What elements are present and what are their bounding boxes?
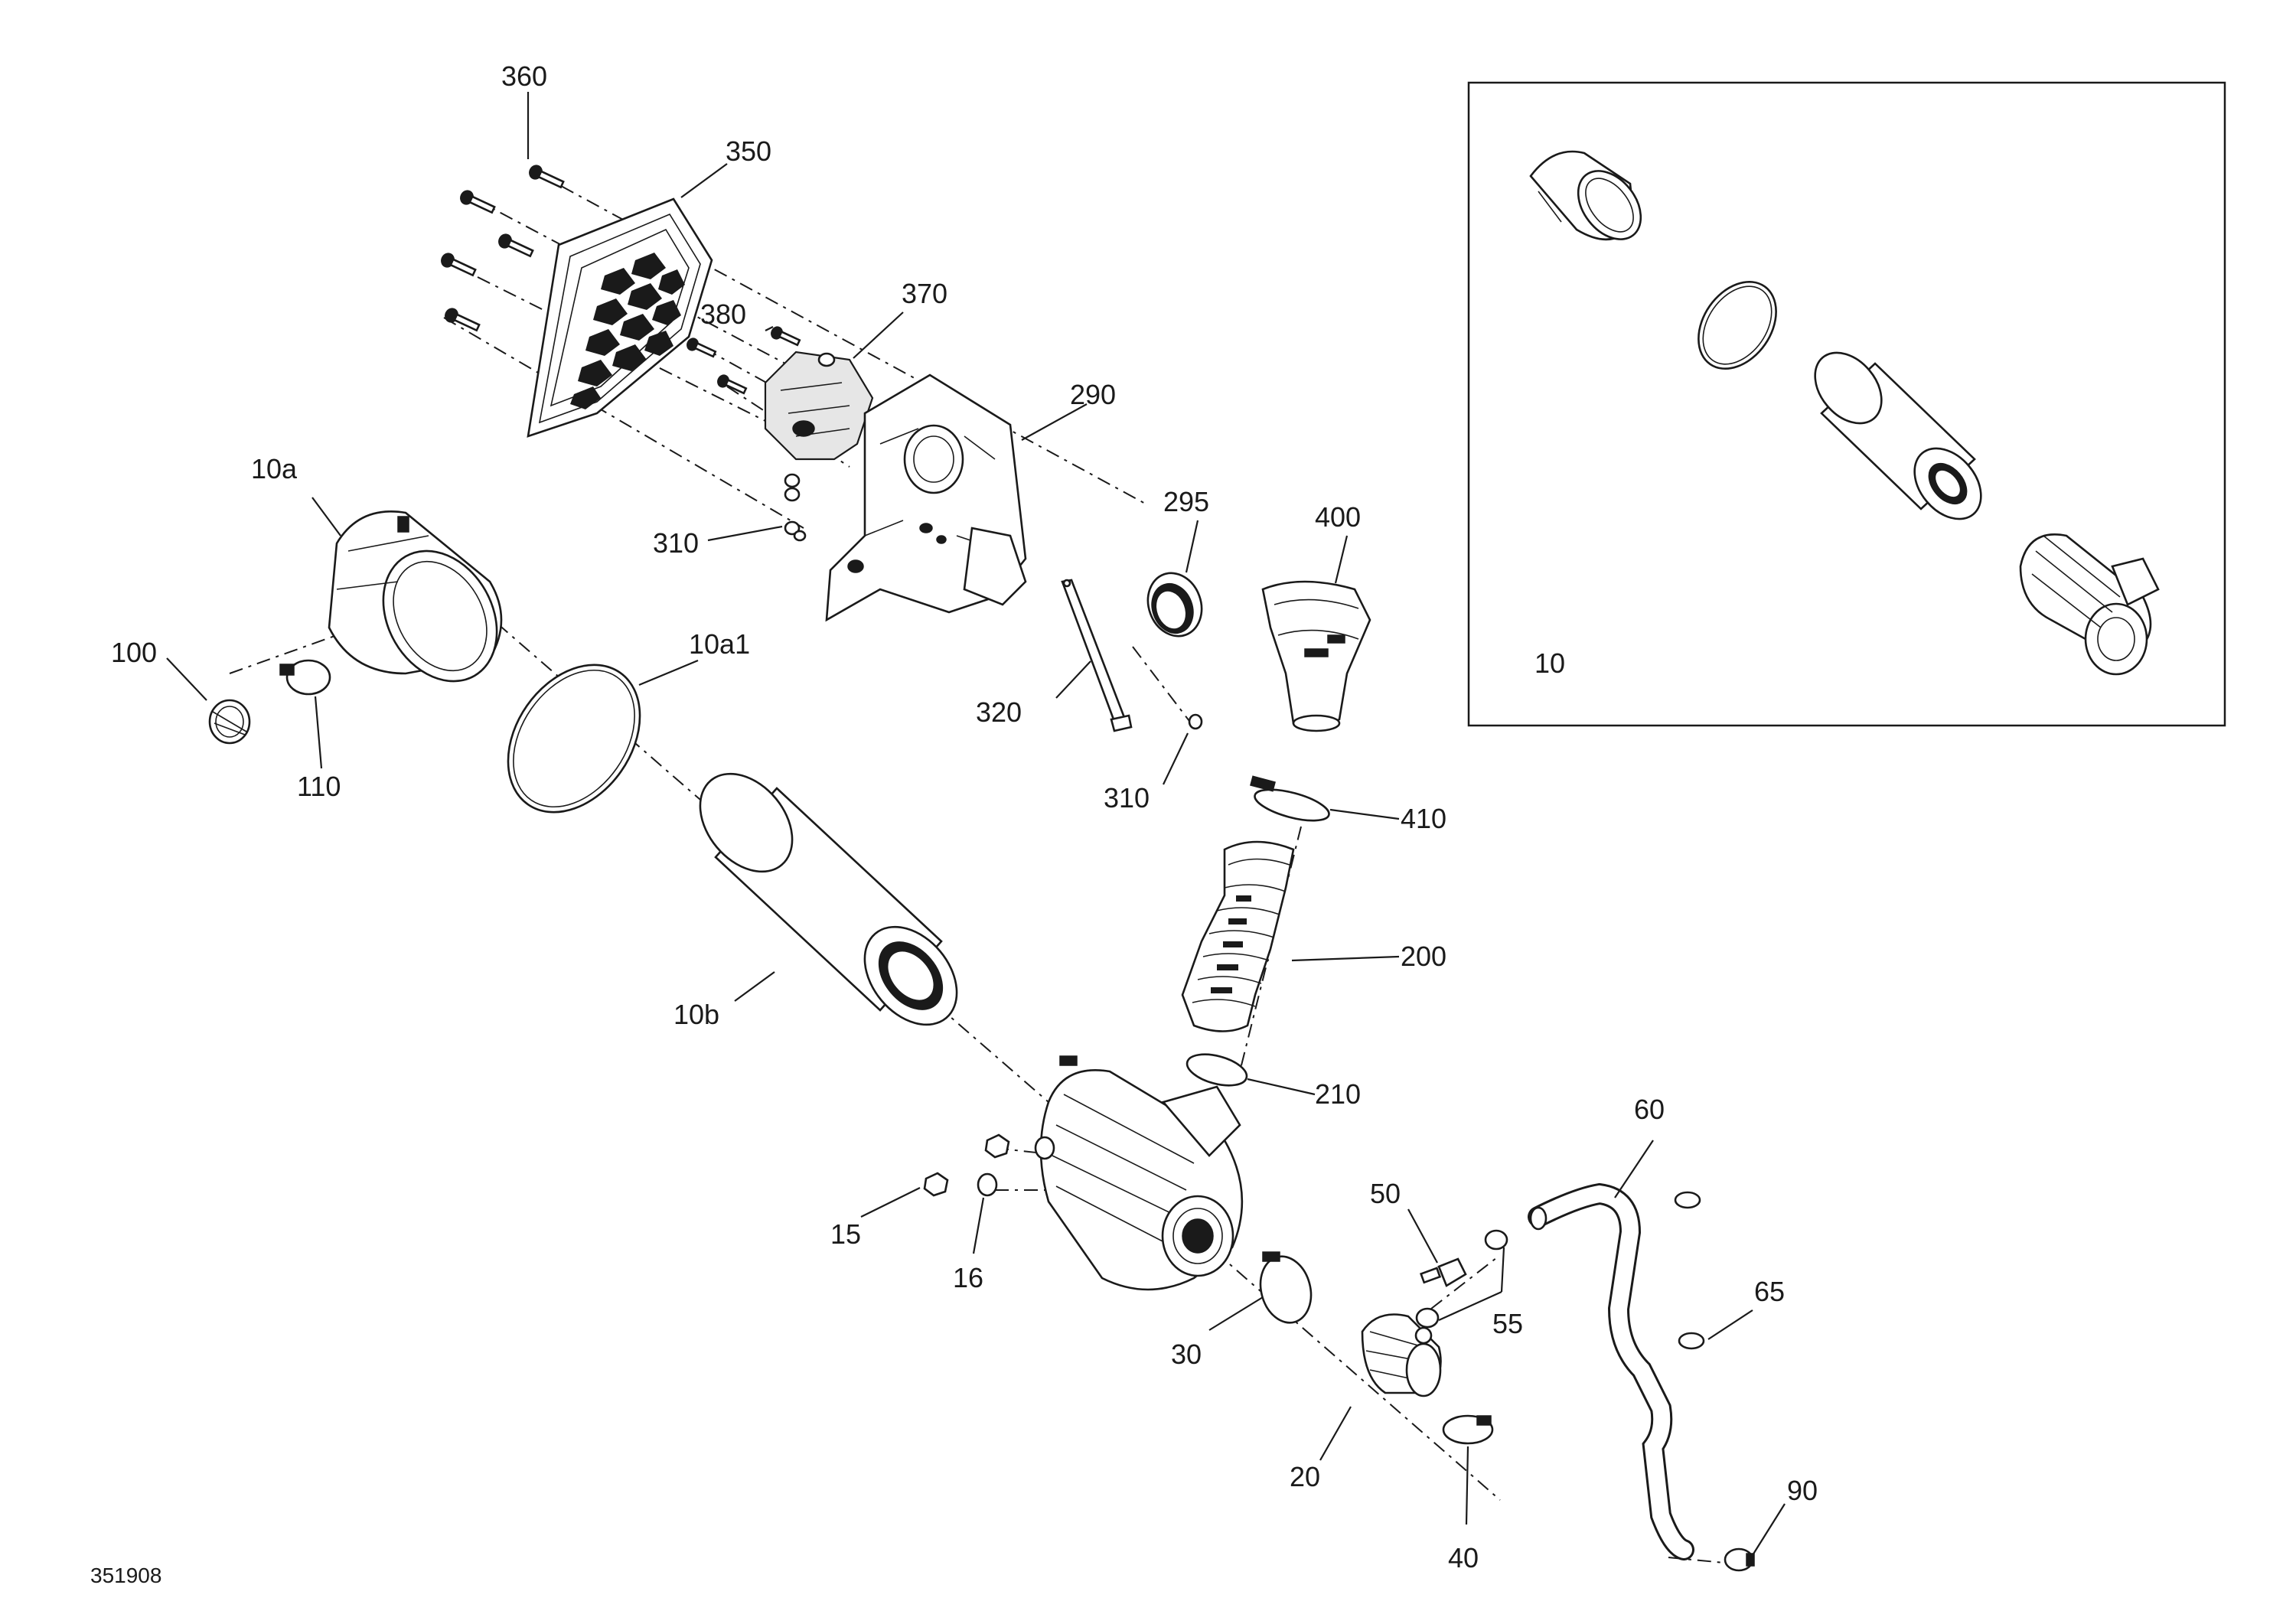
housing-plate xyxy=(825,373,1027,622)
clamp-210 xyxy=(1186,1053,1248,1087)
callout-210: 210 xyxy=(1315,1078,1361,1110)
diagram-id: 351908 xyxy=(90,1564,161,1587)
inset-airbox-assembly xyxy=(2019,533,2160,676)
clamp-55 xyxy=(1415,1229,1508,1329)
assembly-axis-lines xyxy=(229,171,1750,1566)
callout-360: 360 xyxy=(501,60,547,92)
bolt-15 xyxy=(923,1133,1010,1197)
housing-cover xyxy=(328,510,503,683)
callout-310-upper: 310 xyxy=(653,527,699,559)
callout-50: 50 xyxy=(1370,1178,1401,1209)
assembly-inset: 10 xyxy=(1467,81,2226,727)
callout-400: 400 xyxy=(1315,501,1361,533)
callout-60: 60 xyxy=(1634,1094,1665,1125)
callout-15: 15 xyxy=(830,1218,861,1250)
hose xyxy=(1528,1182,1694,1560)
callout-16: 16 xyxy=(953,1262,983,1293)
flex-bellow xyxy=(1181,840,1295,1032)
filter-element xyxy=(699,772,958,1026)
callout-30: 30 xyxy=(1171,1339,1202,1370)
strap xyxy=(1061,579,1133,732)
callout-110: 110 xyxy=(297,771,341,802)
clamp-40 xyxy=(1442,1414,1494,1445)
inset-filter-element xyxy=(1814,351,1982,520)
seal xyxy=(1146,572,1203,638)
bracket xyxy=(764,351,874,461)
callout-90: 90 xyxy=(1787,1475,1818,1506)
callout-380: 380 xyxy=(700,298,746,330)
callout-20: 20 xyxy=(1290,1461,1320,1492)
washer-16 xyxy=(977,1136,1055,1197)
callout-290: 290 xyxy=(1070,379,1116,410)
grille-panel xyxy=(527,197,713,438)
callout-310-lower: 310 xyxy=(1104,782,1150,814)
clamp-30 xyxy=(1259,1251,1313,1324)
callout-10a: 10a xyxy=(251,453,298,484)
leader-lines xyxy=(166,92,1786,1556)
inset-label: 10 xyxy=(1534,647,1565,679)
intake-duct xyxy=(1261,580,1371,732)
callout-10b: 10b xyxy=(673,999,719,1030)
clamp-90 xyxy=(1724,1547,1755,1572)
callout-65: 65 xyxy=(1754,1276,1785,1307)
screw-set xyxy=(441,165,801,395)
inset-o-ring xyxy=(1698,280,1777,370)
callout-295: 295 xyxy=(1163,486,1209,517)
callout-320: 320 xyxy=(976,696,1022,728)
cap-100 xyxy=(208,699,251,745)
callout-55: 55 xyxy=(1492,1308,1523,1339)
inset-housing-cover xyxy=(1529,150,1642,241)
callout-410: 410 xyxy=(1401,803,1446,834)
fitting-50 xyxy=(1420,1257,1467,1287)
callout-40: 40 xyxy=(1448,1542,1479,1573)
callout-labels: 360 350 370 380 290 295 400 10a 100 110 … xyxy=(111,60,1818,1573)
clamp-65 xyxy=(1674,1191,1705,1350)
adapter xyxy=(1361,1313,1442,1397)
clamp-110 xyxy=(279,659,331,696)
callout-10a1: 10a1 xyxy=(689,628,750,660)
callout-350: 350 xyxy=(726,135,771,167)
washers xyxy=(784,473,1203,730)
clamp-410 xyxy=(1250,775,1330,822)
airbox-body xyxy=(1039,1055,1244,1291)
callout-370: 370 xyxy=(902,278,947,309)
o-ring xyxy=(507,664,641,814)
callout-100: 100 xyxy=(111,637,157,668)
callout-200: 200 xyxy=(1401,941,1446,972)
